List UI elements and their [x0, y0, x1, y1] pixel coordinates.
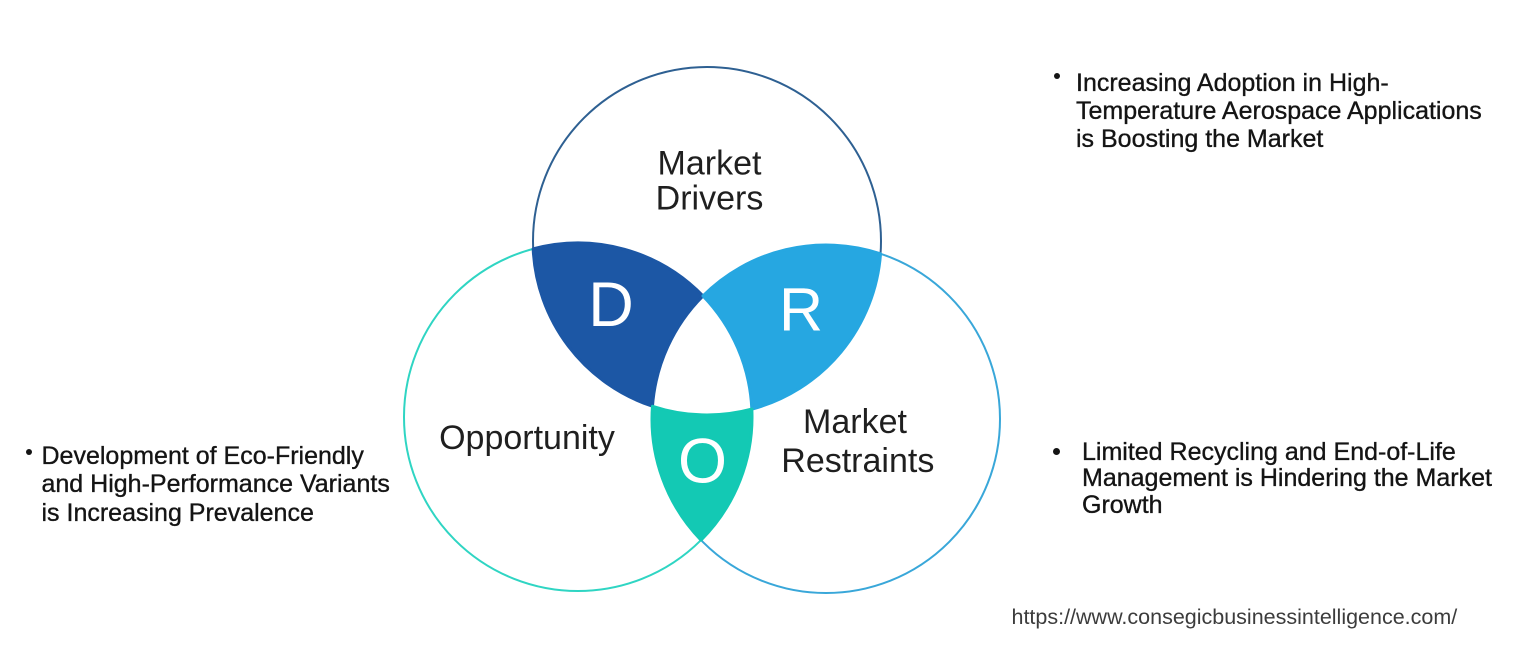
svg-text:D: D — [588, 270, 634, 340]
svg-text:O: O — [678, 427, 727, 497]
svg-text:Market: Market — [658, 145, 762, 183]
svg-text:Opportunity: Opportunity — [439, 419, 615, 457]
svg-text:Restraints: Restraints — [781, 442, 934, 480]
svg-text:Drivers: Drivers — [656, 179, 764, 217]
svg-text:R: R — [779, 276, 823, 344]
svg-text:Market: Market — [803, 403, 907, 441]
